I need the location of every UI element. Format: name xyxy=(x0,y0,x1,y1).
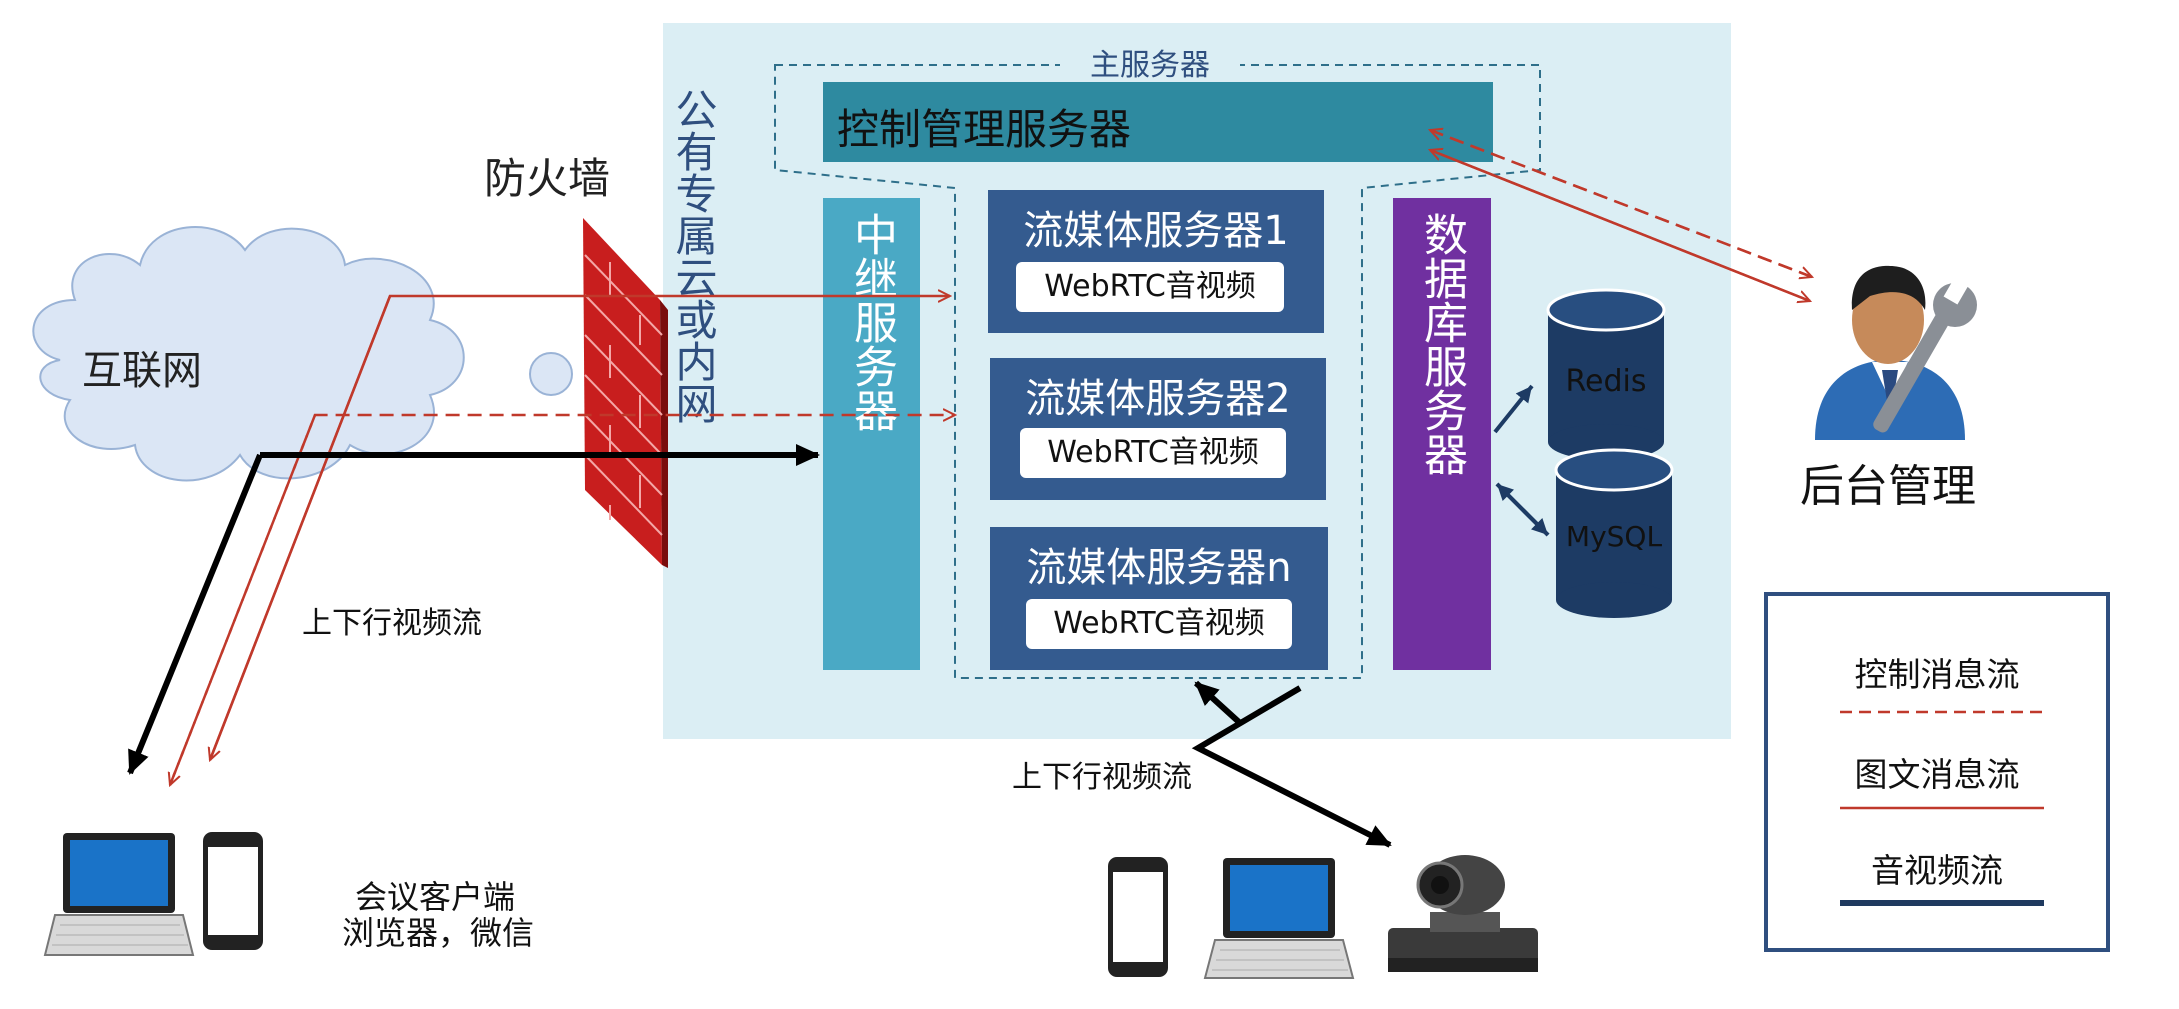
admin-control-dashed-arrow xyxy=(1430,130,1813,279)
image-message-arrow xyxy=(208,296,950,761)
main-server-label: 主服务器 xyxy=(1060,40,1240,84)
media-server-n-title: 流媒体服务器n xyxy=(1026,545,1292,591)
internet-cloud-shape xyxy=(32,226,573,482)
av-stream-arrow-bottom xyxy=(1191,685,1392,848)
media-server-n-badge: WebRTC音视频 xyxy=(1026,599,1292,649)
admin-person-icon xyxy=(1815,265,1977,440)
main-server-group-outline xyxy=(774,64,1541,679)
cloud-vertical-label: 公有专属云或内网 xyxy=(669,88,718,424)
relay-server-box: 中继服务器 xyxy=(823,198,920,670)
image-message-arrow-return xyxy=(210,295,392,760)
internet-label: 互联网 xyxy=(82,348,202,394)
laptop-icon-left xyxy=(43,833,195,956)
control-message-arrow-return xyxy=(170,414,317,785)
db-server-box: 数据库服务器 xyxy=(1393,198,1491,670)
mysql-label: MySQL xyxy=(1565,520,1663,553)
media-server-n: 流媒体服务器n WebRTC音视频 xyxy=(990,527,1328,670)
relay-server-label: 中继服务器 xyxy=(846,212,897,432)
control-server-box: 控制管理服务器 xyxy=(823,82,1493,162)
media-server-2: 流媒体服务器2 WebRTC音视频 xyxy=(990,358,1326,500)
phone-icon-left xyxy=(203,832,263,950)
phone-icon-bottom xyxy=(1108,857,1168,977)
av-stream-arrow-left xyxy=(127,453,263,775)
stream-label-left: 上下行视频流 xyxy=(302,606,482,641)
stream-label-bottom: 上下行视频流 xyxy=(1012,760,1192,795)
media-server-2-badge: WebRTC音视频 xyxy=(1020,428,1286,478)
av-stream-arrow-bottom-up xyxy=(1193,680,1243,726)
media-server-1-badge: WebRTC音视频 xyxy=(1016,262,1284,312)
conference-camera-icon xyxy=(1388,855,1538,972)
admin-control-solid-arrow xyxy=(1430,150,1811,303)
media-server-2-title: 流媒体服务器2 xyxy=(1025,376,1291,422)
media-server-1: 流媒体服务器1 WebRTC音视频 xyxy=(988,190,1324,333)
media-server-1-title: 流媒体服务器1 xyxy=(1023,208,1289,254)
client-label-line1: 会议客户端 xyxy=(355,878,516,916)
admin-label: 后台管理 xyxy=(1800,461,1976,512)
legend-label-image: 图文消息流 xyxy=(1854,755,2020,794)
legend-box: 控制消息流 图文消息流 音视频流 xyxy=(1764,592,2110,952)
wrench-icon xyxy=(1873,277,1977,433)
redis-cylinder xyxy=(1546,288,1666,460)
firewall-icon xyxy=(583,218,668,568)
legend-label-control: 控制消息流 xyxy=(1854,655,2020,694)
firewall-label: 防火墙 xyxy=(484,154,611,203)
control-message-arrow xyxy=(168,415,955,786)
legend-swatch-control xyxy=(1840,710,2044,714)
laptop-icon-bottom xyxy=(1203,858,1355,979)
db-server-label: 数据库服务器 xyxy=(1416,212,1467,476)
legend-label-av: 音视频流 xyxy=(1871,851,2003,890)
client-label-line2: 浏览器，微信 xyxy=(342,914,535,952)
mysql-cylinder xyxy=(1554,448,1674,618)
db-redis-arrow xyxy=(1493,384,1534,434)
redis-label: Redis xyxy=(1565,364,1647,399)
control-server-label: 控制管理服务器 xyxy=(837,105,1132,154)
legend-swatch-av xyxy=(1840,900,2044,906)
db-mysql-arrow-back xyxy=(1495,482,1550,537)
legend-swatch-image xyxy=(1840,806,2044,810)
